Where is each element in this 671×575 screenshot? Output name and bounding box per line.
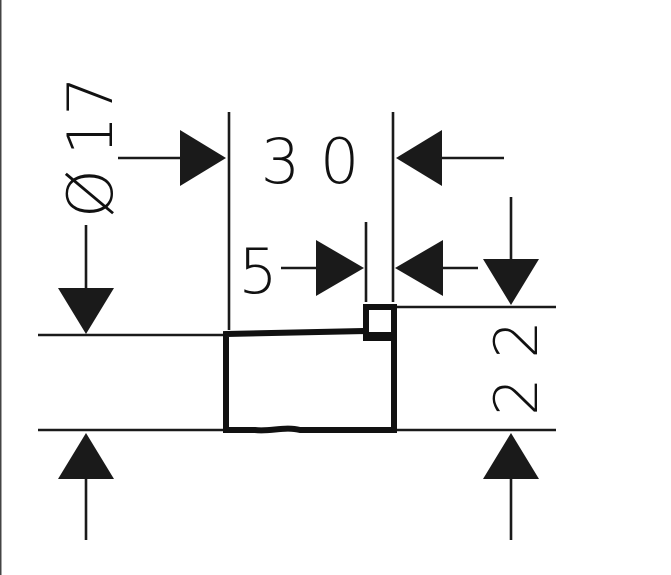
offset-arrow-right [395, 240, 443, 296]
offset-dimension: 5 [238, 235, 478, 308]
width-label: 3 0 [261, 125, 360, 198]
width-dimension: 3 0 [118, 125, 504, 198]
offset-arrow-left [316, 240, 364, 296]
height-dimension: 2 2 [482, 197, 552, 540]
diameter-dimension: Ø 17 [54, 76, 127, 540]
height-arrow-top [483, 259, 539, 305]
part-outline [223, 304, 397, 434]
diameter-label: Ø 17 [54, 76, 127, 218]
width-arrow-left [180, 130, 226, 186]
height-arrow-bottom [483, 433, 539, 479]
diameter-arrow-top [58, 288, 114, 334]
diameter-arrow-bottom [58, 433, 114, 479]
height-label: 2 2 [482, 320, 552, 415]
diameter-value: 17 [54, 76, 127, 155]
part-body [223, 327, 397, 434]
width-arrow-right [396, 130, 442, 186]
offset-label: 5 [238, 235, 277, 308]
diameter-symbol: Ø [54, 169, 127, 218]
part-nib [363, 304, 397, 338]
